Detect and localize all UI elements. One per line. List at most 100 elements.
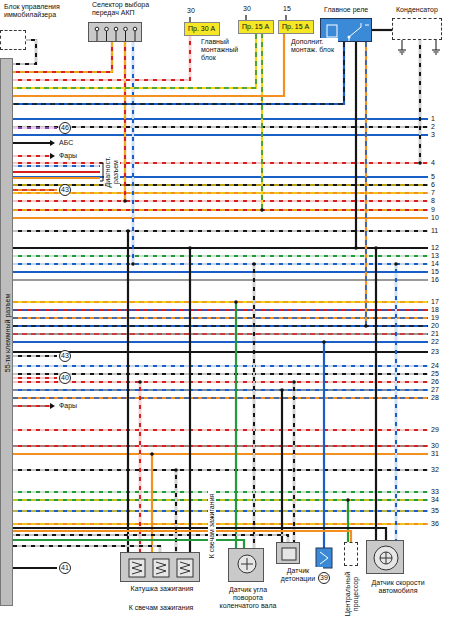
component-label: Датчик угла поворота коленчатого вала	[213, 586, 283, 610]
wire-stripe	[13, 127, 57, 129]
pin-number: 24	[431, 362, 439, 370]
pin-number: 16	[431, 276, 439, 284]
junction-dot	[234, 300, 238, 304]
wire	[13, 333, 428, 335]
pin-number: 1	[431, 115, 435, 123]
wire-stripe	[13, 355, 57, 357]
pin-number: 11	[431, 227, 438, 235]
callout-number: 41	[59, 562, 71, 574]
knock-sensor: Датчик детонации	[276, 542, 300, 564]
callout-number: 43	[59, 350, 71, 362]
wire	[13, 189, 57, 191]
knock-symbol	[277, 543, 301, 565]
junction-dot	[322, 340, 326, 344]
component-label: Блок управления иммобилайзера	[3, 3, 69, 19]
pin-number: 10	[431, 214, 439, 222]
pin-number: 25	[431, 370, 439, 378]
wire-connector	[13, 34, 256, 88]
wire-connector	[13, 535, 288, 542]
wire-stripe	[13, 469, 428, 471]
gear-selector: Селектор выбора передач АКП	[88, 22, 142, 42]
junction-dot	[418, 161, 422, 165]
part-label: Фары	[58, 152, 78, 160]
junction-dot	[354, 246, 358, 250]
wire-stripe	[13, 365, 428, 367]
wire	[132, 42, 134, 264]
pin-number: 19	[431, 314, 439, 322]
part-label: Диагност. разъем	[104, 152, 120, 192]
wire	[281, 390, 283, 542]
fuse-label: Пр. 15 А	[279, 21, 312, 33]
wire	[355, 42, 357, 248]
wire-stripe	[13, 429, 428, 431]
fuse: Пр. 30 А	[184, 22, 220, 36]
wire	[13, 40, 36, 64]
pin-number: 6	[431, 181, 435, 189]
wire-stripe	[261, 33, 263, 210]
wire	[13, 445, 428, 447]
junction-dot	[292, 380, 296, 384]
component-label: Главное реле	[323, 6, 385, 14]
arrow-head	[50, 153, 55, 159]
junction-dot	[174, 468, 178, 472]
wire	[13, 429, 428, 431]
wire	[13, 34, 256, 88]
callout-number: 40	[59, 372, 71, 384]
pin-number: 32	[431, 466, 439, 474]
wire	[13, 155, 50, 157]
wire-stripe	[13, 405, 50, 407]
pin-number: 15	[431, 268, 439, 276]
pin-number: 33	[431, 488, 439, 496]
component-label: Конденсатор	[395, 6, 449, 14]
wire	[235, 302, 237, 548]
pin-number: 2	[431, 123, 435, 131]
wire-stripe	[13, 373, 428, 375]
wire	[13, 510, 428, 512]
pin-number: 26	[431, 378, 439, 386]
wire-stripe	[13, 189, 57, 191]
junction-dot	[260, 208, 264, 212]
pin-number: 9	[431, 206, 435, 214]
wire-stripe	[13, 40, 36, 64]
part-label: Главный монтажный блок	[200, 38, 244, 62]
pin-number: 29	[431, 426, 439, 434]
junction-dot	[364, 324, 368, 328]
pin-number: 22	[431, 338, 439, 346]
wire-connector	[13, 36, 190, 80]
wire	[189, 248, 191, 552]
wire	[13, 171, 100, 173]
wire	[13, 165, 100, 167]
wire	[13, 142, 50, 144]
wire-stripe	[13, 491, 428, 493]
wire-stripe	[13, 397, 428, 399]
junction-dot	[150, 452, 154, 456]
coil-symbol	[121, 553, 201, 583]
wire-stripe	[13, 42, 112, 72]
wire	[139, 382, 141, 552]
wire	[253, 264, 255, 548]
wire-connector	[13, 34, 284, 96]
wire-stripe	[365, 42, 367, 326]
wire-stripe	[139, 382, 141, 552]
wire	[13, 365, 428, 367]
wire	[127, 231, 129, 552]
ground-symbol	[398, 40, 406, 54]
wire	[347, 500, 349, 542]
wire-stripe	[13, 499, 428, 501]
module-symbol	[320, 552, 328, 564]
wire	[261, 33, 263, 210]
component-label: 55-ти клеммный разъем	[4, 233, 12, 433]
fuse: Пр. 15 А	[238, 20, 274, 34]
pin-number: 18	[431, 306, 439, 314]
wire	[13, 351, 428, 353]
wire	[13, 325, 428, 327]
arrow-head	[50, 140, 55, 146]
speed-sensor: Датчик скорости автомобиля	[366, 540, 404, 574]
speed-symbol	[367, 541, 405, 575]
wire	[13, 355, 57, 357]
wire	[13, 405, 50, 407]
fuse: Пр. 15 А	[278, 20, 314, 34]
ground-symbol	[432, 40, 440, 54]
wire	[13, 177, 100, 179]
part-label: К свечам зажигания	[120, 604, 202, 612]
